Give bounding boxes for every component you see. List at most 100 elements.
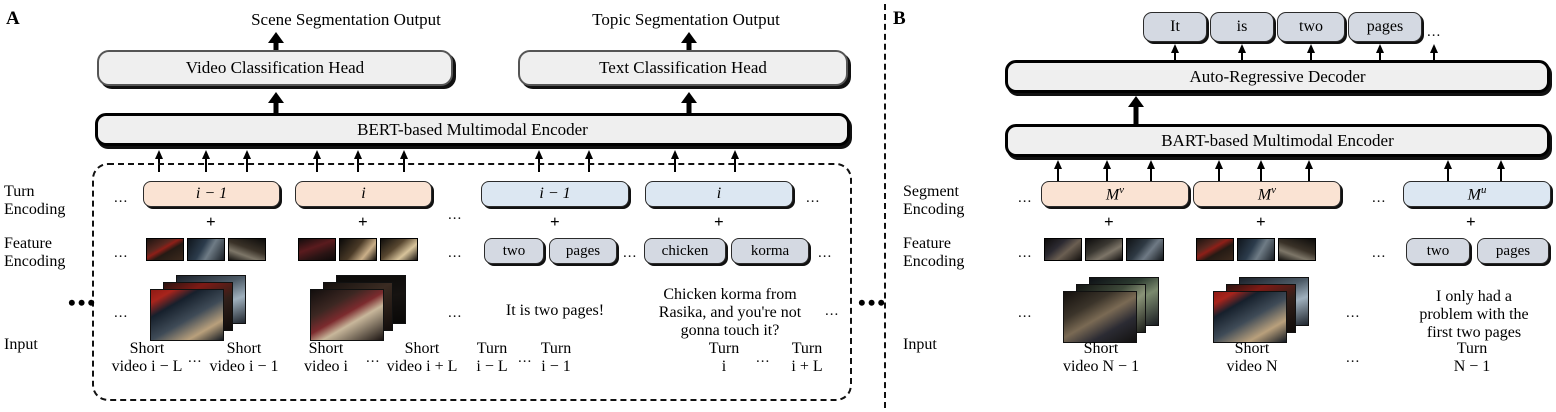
turn-chip-text-i-minus-1[interactable]: i − 1 <box>481 181 629 207</box>
token-row-ellipsis-mid: ... <box>623 245 638 261</box>
arrow-decoder-to-token-4 <box>1374 44 1386 62</box>
right-ellipsis-bold: ••• <box>858 290 888 315</box>
turn-chip-video-i-minus-1[interactable]: i − 1 <box>143 181 280 207</box>
output-token-pages[interactable]: pages <box>1348 12 1422 42</box>
input-caption-turn-i: Turn i <box>708 340 740 375</box>
plus-sign-b1: + <box>1104 212 1114 231</box>
arrow-decoder-to-token-5 <box>1428 44 1440 62</box>
segment-chip-mv-2[interactable]: Mv <box>1193 181 1341 207</box>
arrow-input-to-encoder-4 <box>311 150 323 172</box>
input-caption-turn-i-plus-L: Turn i + L <box>791 340 823 375</box>
input-row-ellipsis-left: ... <box>114 305 129 321</box>
arrow-encoder-to-video-head <box>268 92 284 116</box>
arrow-input-to-encoder-9 <box>669 150 681 172</box>
caption-ellipsis-4: ... <box>756 350 771 366</box>
segment-chip-mu[interactable]: Mu <box>1403 181 1551 207</box>
row-label-feature-encoding-b: Feature Encoding <box>903 235 965 270</box>
output-token-ellipsis: ... <box>1427 24 1442 40</box>
arrow-decoder-to-token-3 <box>1305 44 1317 62</box>
arrow-segment-to-encoder-5 <box>1255 160 1267 182</box>
panel-divider <box>884 4 886 408</box>
input-caption-video-i-minus-L: Short video i − L <box>111 340 183 375</box>
bert-multimodal-encoder[interactable]: BERT-based Multimodal Encoder <box>95 113 850 146</box>
token-chip-chicken[interactable]: chicken <box>644 238 726 264</box>
token-chip-two-left-label: two <box>502 242 526 259</box>
arrow-video-head-to-output <box>268 32 284 54</box>
row-label-feature-encoding: Feature Encoding <box>4 235 66 270</box>
segment-row-ellipsis-left: ... <box>1018 190 1033 206</box>
input-row-ellipsis-b-left: ... <box>1018 305 1033 321</box>
arrow-encoder-to-decoder <box>1128 96 1144 124</box>
token-chip-pages-b-label: pages <box>1495 242 1531 259</box>
row-label-turn-encoding: Turn Encoding <box>4 183 66 218</box>
input-caption-video-i-plus-L: Short video i + L <box>386 340 458 375</box>
caption-ellipsis-3: ... <box>518 350 533 366</box>
arrow-text-head-to-output <box>681 32 697 54</box>
text-classification-head-label: Text Classification Head <box>599 58 767 77</box>
video-classification-head[interactable]: Video Classification Head <box>97 50 453 86</box>
bart-encoder-label: BART-based Multimodal Encoder <box>1161 130 1394 150</box>
turn-row-ellipsis-mid: ... <box>448 207 463 223</box>
segment-chip-mv-1[interactable]: Mv <box>1041 181 1189 207</box>
output-token-is-label: is <box>1236 18 1248 35</box>
arrow-input-to-encoder-5 <box>352 150 364 172</box>
video-stack-n-minus-1 <box>1063 277 1159 343</box>
input-caption-video-n-minus-1: Short video N − 1 <box>1062 340 1140 375</box>
utterance-row-ellipsis-right: ... <box>825 303 840 319</box>
arrow-segment-to-encoder-8 <box>1495 160 1507 182</box>
feature-thumbnails-i <box>298 238 418 261</box>
token-chip-pages-left[interactable]: pages <box>549 238 617 264</box>
bart-multimodal-encoder[interactable]: BART-based Multimodal Encoder <box>1005 124 1550 157</box>
auto-regressive-decoder-label: Auto-Regressive Decoder <box>1189 66 1366 86</box>
utterance-b: I only had a problem with the first two … <box>1419 288 1529 341</box>
turn-row-ellipsis-left: ... <box>114 190 129 206</box>
caption-ellipsis-b: ... <box>1346 350 1361 366</box>
output-token-is[interactable]: is <box>1210 12 1274 42</box>
feature-row-ellipsis-b-mid: ... <box>1372 245 1387 261</box>
row-label-segment-encoding: Segment Encoding <box>903 183 965 218</box>
input-caption-video-i-minus-1: Short video i − 1 <box>209 340 279 375</box>
arrow-input-to-encoder-2 <box>200 150 212 172</box>
plus-sign-b2: + <box>1256 212 1266 231</box>
caption-ellipsis-2: ... <box>366 350 381 366</box>
token-chip-two-left[interactable]: two <box>484 238 544 264</box>
video-classification-head-label: Video Classification Head <box>185 58 365 77</box>
video-stack-i <box>310 275 406 341</box>
feature-thumbnails-b-1 <box>1044 238 1164 261</box>
left-ellipsis-bold: ••• <box>68 290 98 315</box>
feature-thumbnails-b-2 <box>1196 238 1316 261</box>
segment-chip-mv-2-label: Mv <box>1257 183 1277 204</box>
token-chip-two-b[interactable]: two <box>1406 238 1470 264</box>
token-chip-korma[interactable]: korma <box>731 238 809 264</box>
bert-encoder-label: BERT-based Multimodal Encoder <box>357 119 588 139</box>
arrow-segment-to-encoder-3 <box>1145 160 1157 182</box>
turn-chip-text-i[interactable]: i <box>645 181 793 207</box>
arrow-segment-to-encoder-1 <box>1052 160 1064 182</box>
output-token-it-label: It <box>1170 18 1180 35</box>
output-token-it[interactable]: It <box>1143 12 1207 42</box>
token-chip-pages-b[interactable]: pages <box>1477 238 1549 264</box>
turn-chip-video-i[interactable]: i <box>295 181 432 207</box>
arrow-decoder-to-token-2 <box>1236 44 1248 62</box>
plus-sign-a2: + <box>358 212 368 231</box>
token-row-ellipsis-right: ... <box>818 245 833 261</box>
segment-chip-mv-1-label: Mv <box>1105 183 1125 204</box>
segment-chip-mu-label: Mu <box>1467 183 1487 204</box>
input-caption-turn-i-minus-L: Turn i − L <box>476 340 508 375</box>
auto-regressive-decoder[interactable]: Auto-Regressive Decoder <box>1005 60 1550 93</box>
input-row-ellipsis-mid: ... <box>448 305 463 321</box>
text-classification-head[interactable]: Text Classification Head <box>518 50 848 86</box>
output-token-two[interactable]: two <box>1277 12 1345 42</box>
arrow-segment-to-encoder-2 <box>1101 160 1113 182</box>
arrow-segment-to-encoder-4 <box>1213 160 1225 182</box>
feature-row-ellipsis-b-left: ... <box>1018 245 1033 261</box>
topic-segmentation-output-label: Topic Segmentation Output <box>592 10 780 29</box>
token-chip-pages-left-label: pages <box>565 242 601 259</box>
arrow-segment-to-encoder-6 <box>1303 160 1315 182</box>
token-chip-chicken-label: chicken <box>661 242 709 259</box>
panel-a-letter: A <box>6 8 20 29</box>
video-stack-n <box>1213 277 1309 343</box>
caption-ellipsis-1: ... <box>188 350 203 366</box>
utterance-left: It is two pages! <box>505 302 605 319</box>
row-label-input-b: Input <box>903 336 937 353</box>
